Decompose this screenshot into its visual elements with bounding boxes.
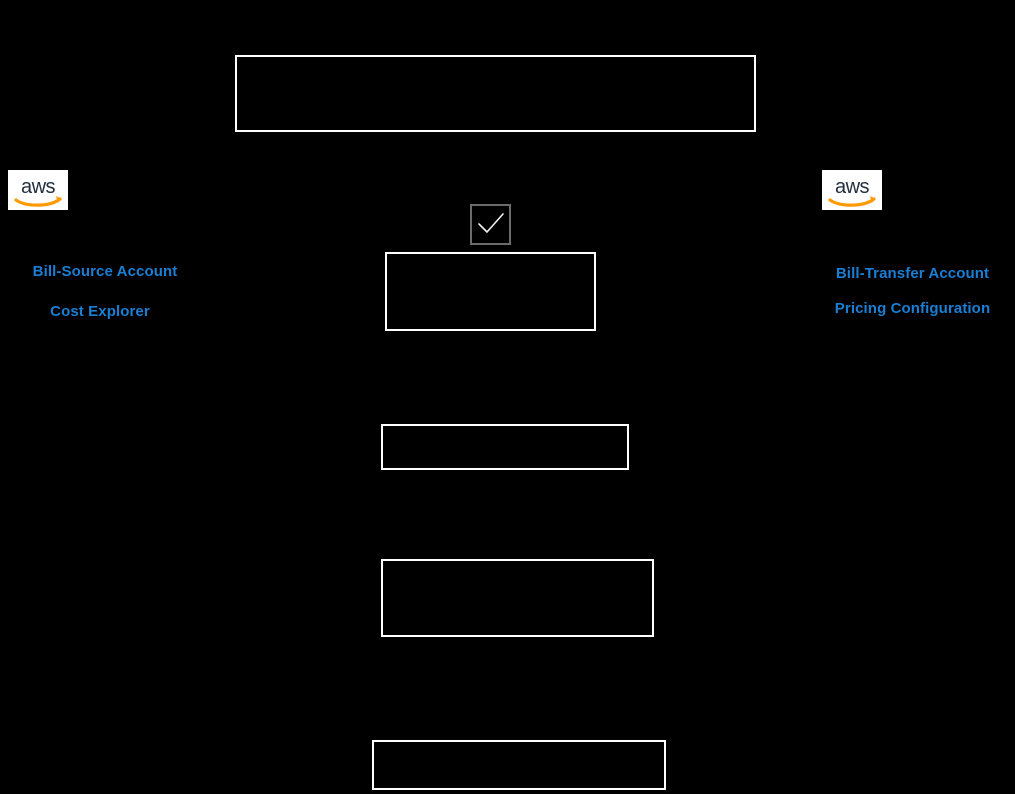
aws-logo-right: aws <box>822 170 882 210</box>
right-account-label: Bill-Transfer Account <box>835 265 990 282</box>
box-bottom[interactable] <box>372 740 666 790</box>
aws-logo-left: aws <box>8 170 68 210</box>
box-second[interactable] <box>385 252 596 331</box>
checkmark-icon[interactable] <box>470 204 511 245</box>
svg-text:aws: aws <box>21 176 56 198</box>
box-third[interactable] <box>381 424 629 470</box>
left-account-label: Bill-Source Account <box>32 263 178 280</box>
left-service-label: Cost Explorer <box>50 303 150 320</box>
box-fourth[interactable] <box>381 559 654 637</box>
svg-text:aws: aws <box>835 176 870 198</box>
box-top[interactable] <box>235 55 756 132</box>
right-service-label: Pricing Configuration <box>834 300 991 317</box>
